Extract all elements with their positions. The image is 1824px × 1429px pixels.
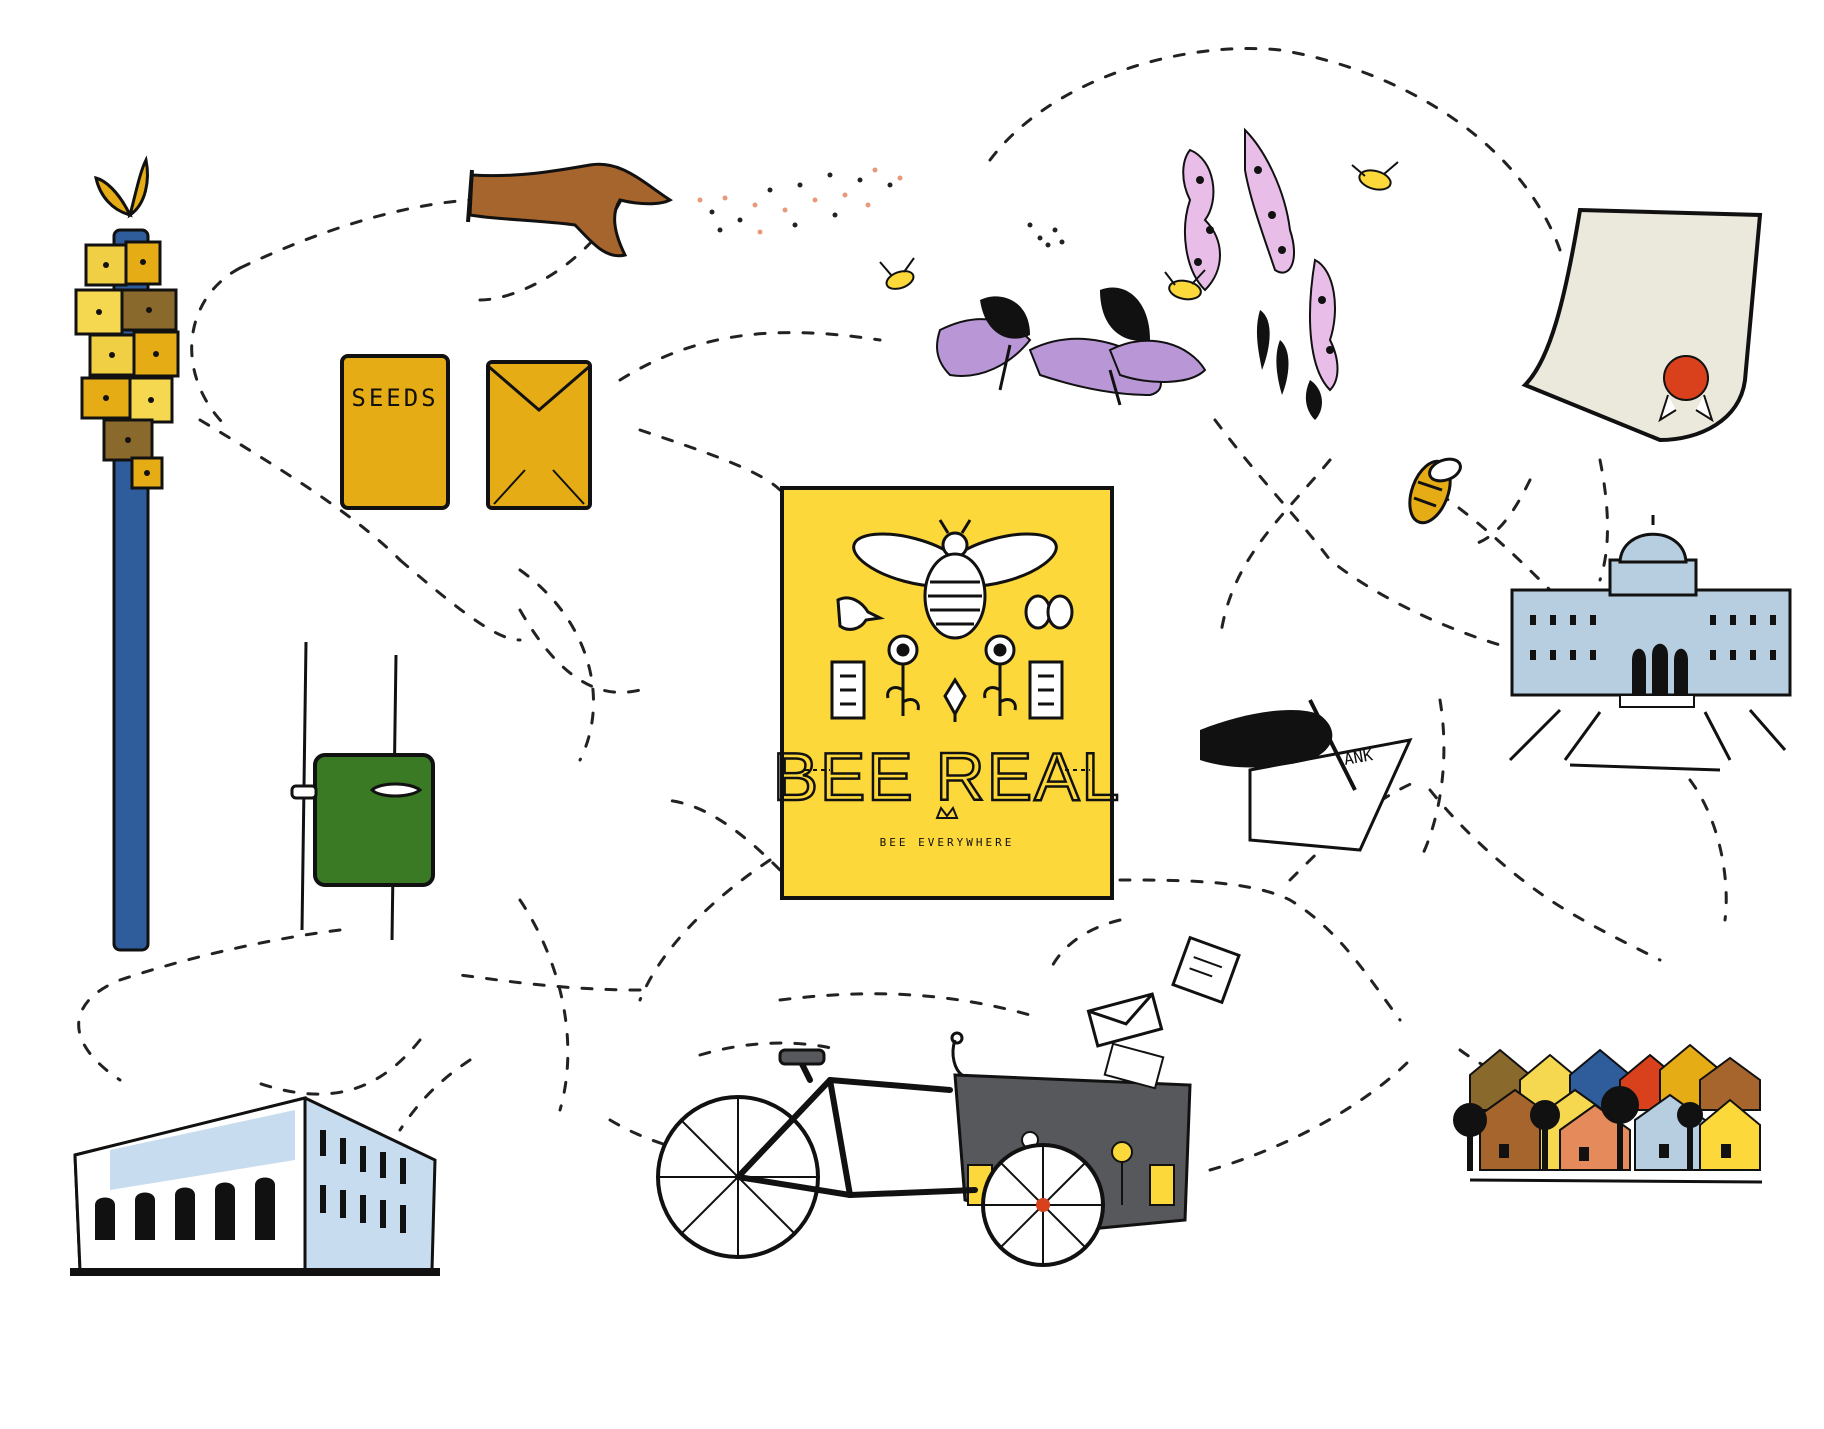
mailbox-icon <box>290 641 435 941</box>
seed-packet-label: SEEDS <box>351 384 438 412</box>
hand-scattering-seeds-icon <box>466 162 673 258</box>
pledge-paper-text: ANK <box>1342 745 1374 769</box>
state-capitol-icon <box>1508 515 1792 772</box>
bee-hotel-pole-icon <box>74 155 180 952</box>
flowers-with-bees-icon <box>879 127 1399 420</box>
poster-bird-icon <box>836 596 885 631</box>
certificate-scroll-icon <box>1521 207 1763 443</box>
seed-scatter <box>697 167 1065 248</box>
poster-title: BEE REAL <box>773 739 1122 815</box>
poster-flowers-icon <box>886 634 1017 722</box>
bee-icon <box>1408 457 1462 525</box>
poster-tagline: BEE EVERYWHERE <box>880 836 1015 849</box>
poster-building-left-icon <box>830 660 866 720</box>
flying-bee-icon <box>1164 269 1206 301</box>
poster-butterfly-icon <box>1024 594 1074 630</box>
letter-icon <box>1171 935 1241 1005</box>
crown-icon <box>935 805 959 819</box>
library-building-icon <box>70 1096 440 1276</box>
poster-bee-icon <box>852 519 1058 640</box>
seed-packet-icon: SEEDS <box>340 354 450 510</box>
bee-poster-icon: BEE REAL BEE EVERYWHERE <box>771 486 1122 900</box>
flying-bee-icon <box>1351 161 1399 191</box>
seed-envelope-icon <box>486 360 592 510</box>
poster-building-right-icon <box>1028 660 1064 720</box>
neighborhood-houses-icon <box>1453 1043 1763 1184</box>
signing-hand-icon: ANK <box>1200 699 1413 852</box>
flying-bee-icon <box>879 257 915 290</box>
envelope-icon <box>1086 992 1164 1048</box>
cargo-bicycle-icon <box>656 1031 1192 1267</box>
